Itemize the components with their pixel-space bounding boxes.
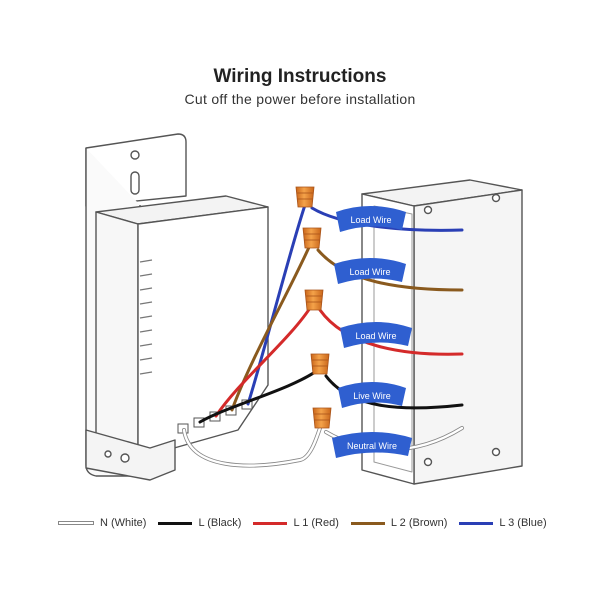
wire-l2-brown-box xyxy=(316,248,464,292)
legend-swatch xyxy=(158,521,193,525)
legend-swatch xyxy=(253,521,288,525)
label-text: Load Wire xyxy=(350,215,391,225)
diagram-title: Wiring Instructions xyxy=(213,66,387,87)
wire-nut-connector xyxy=(295,186,315,208)
label-neutral-wire: Neutral Wire xyxy=(332,432,412,458)
legend-swatch xyxy=(350,521,385,525)
wire-n-white-device xyxy=(182,426,322,467)
wire-nut-connector xyxy=(302,227,322,249)
legend-item-l2: L 2 (Brown) xyxy=(350,517,448,529)
wire-color-legend: N (White) L (Black) L 1 (Red) L 2 (Brown… xyxy=(58,517,558,529)
wire-connectors xyxy=(295,186,332,429)
label-text: Neutral Wire xyxy=(347,441,397,451)
mount-hole xyxy=(130,150,140,160)
legend-item-l1: L 1 (Red) xyxy=(253,517,339,529)
label-load-wire-3: Load Wire xyxy=(340,322,412,348)
label-text: Live Wire xyxy=(353,391,391,401)
label-load-wire-2: Load Wire xyxy=(334,258,406,284)
wire-l-black-device xyxy=(198,368,320,424)
device-wires xyxy=(182,203,322,468)
legend-label: L 1 (Red) xyxy=(293,517,339,529)
wire-nut-connector xyxy=(304,289,324,311)
label-text: Load Wire xyxy=(349,267,390,277)
device-vents xyxy=(139,259,153,375)
legend-swatch xyxy=(58,521,94,525)
wire-l2-brown-device xyxy=(230,243,312,412)
legend-label: L 3 (Blue) xyxy=(499,517,547,529)
wire-l3-blue-device xyxy=(246,203,307,406)
legend-swatch xyxy=(459,521,494,525)
wire-nut-connector xyxy=(310,353,330,375)
wire-nut-connector xyxy=(312,407,332,429)
label-live-wire: Live Wire xyxy=(338,382,406,408)
wire-l1-red-box xyxy=(318,308,464,356)
label-load-wire-1: Load Wire xyxy=(336,206,406,232)
diagram-subtitle: Cut off the power before installation xyxy=(184,91,416,107)
mount-slot xyxy=(130,171,140,195)
legend-label: L 2 (Brown) xyxy=(390,517,448,529)
label-text: Load Wire xyxy=(355,331,396,341)
label-ribbons: Load Wire Load Wire Load Wire Live Wire … xyxy=(332,206,412,458)
legend-item-l3: L 3 (Blue) xyxy=(459,517,547,529)
legend-label: N (White) xyxy=(100,517,147,529)
legend-item-live: L (Black) xyxy=(158,517,241,529)
smart-switch-device xyxy=(85,133,269,481)
wire-l-black-box xyxy=(324,374,464,410)
wire-l1-red-device xyxy=(214,303,314,418)
legend-item-neutral: N (White) xyxy=(58,517,146,529)
legend-label: L (Black) xyxy=(198,517,242,529)
